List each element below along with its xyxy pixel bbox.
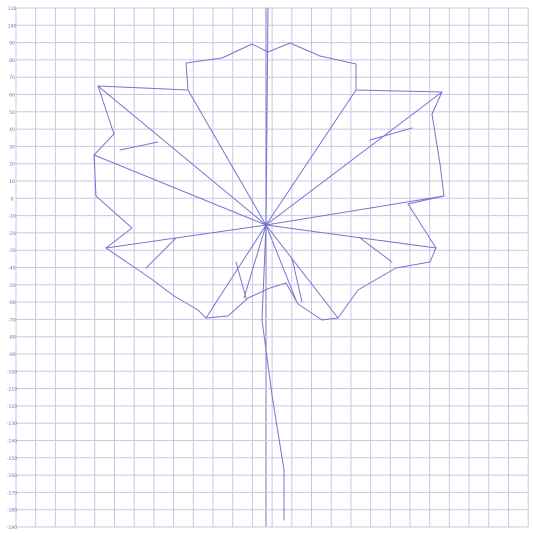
- y-tick-label: 70: [9, 75, 15, 81]
- y-tick-label: -120: [7, 404, 17, 410]
- y-tick-label: 0: [11, 196, 14, 202]
- y-tick-label: -90: [8, 352, 15, 358]
- y-tick-label: 30: [9, 144, 15, 150]
- y-tick-label: -40: [8, 266, 15, 272]
- y-tick-label: -140: [7, 439, 17, 445]
- y-tick-label: 50: [9, 110, 15, 116]
- y-tick-label: -50: [8, 283, 15, 289]
- y-tick-label: -160: [7, 473, 17, 479]
- y-tick-label: 60: [9, 93, 15, 99]
- y-tick-label: -80: [8, 335, 15, 341]
- y-tick-label: 90: [9, 41, 15, 47]
- y-tick-label: 100: [8, 23, 17, 29]
- y-tick-label: 40: [9, 127, 15, 133]
- y-tick-label: 110: [8, 6, 17, 12]
- y-tick-label: -60: [8, 300, 15, 306]
- y-tick-label: -110: [7, 387, 17, 393]
- y-tick-label: -150: [7, 456, 17, 462]
- y-tick-label: -30: [8, 248, 15, 254]
- y-tick-label: -100: [7, 369, 17, 375]
- y-tick-label: -10: [8, 214, 15, 220]
- y-tick-label: -190: [7, 525, 17, 531]
- y-tick-label: -20: [8, 231, 15, 237]
- y-tick-label: 80: [9, 58, 15, 64]
- y-tick-label: -170: [7, 490, 17, 496]
- y-tick-label: -180: [7, 508, 17, 514]
- y-tick-label: -70: [8, 317, 15, 323]
- y-tick-label: 10: [9, 179, 15, 185]
- y-tick-label: -130: [7, 421, 17, 427]
- y-tick-label: 20: [9, 162, 15, 168]
